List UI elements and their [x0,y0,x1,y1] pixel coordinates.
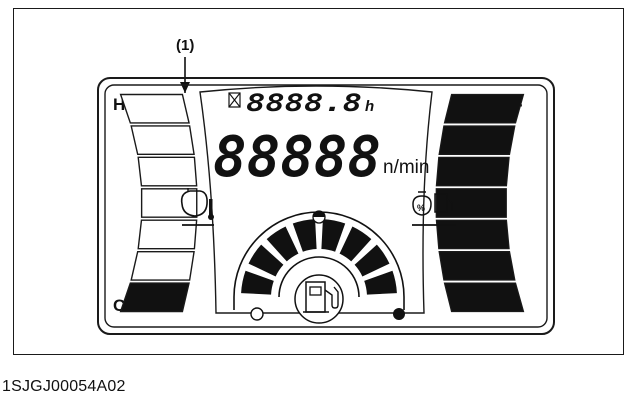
load-gauge-segment [435,156,510,187]
temp-gauge-segment [119,282,190,313]
temp-gauge-segment [130,250,195,281]
display-outer-border [97,77,555,335]
fuel-gauge-segment [321,219,346,252]
fuel-gauge-inner-arc [278,256,360,298]
fuel-warning-icon [434,193,453,213]
temp-gauge-segment [119,93,190,124]
load-gauge [435,93,525,313]
callout-label: (1) [176,37,194,54]
temperature-gauge [119,93,198,313]
half-circle-icon [312,210,326,224]
hourglass-icon [228,92,241,108]
fuel-gauge-segment [292,219,317,252]
tachometer-unit: n/min [383,157,429,178]
callout-arrow [180,82,190,93]
fuel-gauge-segment [354,244,390,277]
load-gauge-segment [443,282,525,313]
load-gauge-segment [438,251,516,281]
svg-text:%: % [417,203,425,213]
temp-gauge-segment [130,125,195,156]
temp-gauge-segment [137,156,198,187]
fuel-gauge-segment [248,244,284,277]
load-gauge-segment [438,125,516,155]
fuel-gauge [241,219,397,295]
temp-gauge-segment [137,219,198,250]
temp-gauge-segment [140,188,198,218]
tachometer-digits: 88888 [213,125,381,190]
engine-temperature-icon [180,188,214,220]
fuel-pump-icon [294,274,344,324]
display-inner-border [104,84,548,328]
empty-circle-icon [250,307,264,321]
load-gauge-segment [435,188,507,218]
hour-meter-digits: 8888.8 [246,89,362,117]
load-gauge-segment [443,93,525,124]
hour-meter-unit: h [365,98,374,115]
figure-code: 1SJGJ00054A02 [2,378,126,395]
fuel-gauge-segment [266,226,299,262]
load-gauge-segment [435,219,510,250]
fuel-gauge-segment [364,270,397,295]
full-circle-icon [393,308,405,320]
percent-load-icon: % [412,191,432,216]
fuel-gauge-segment [241,270,274,295]
fuel-gauge-segment [339,226,372,262]
figure-frame [13,8,624,355]
